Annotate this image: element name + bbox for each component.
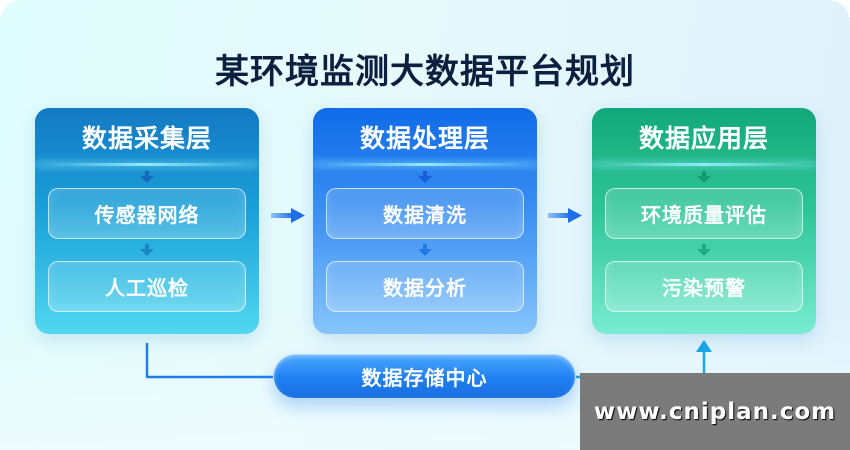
layer-item: 数据分析 <box>326 261 524 312</box>
page-title: 某环境监测大数据平台规划 <box>215 52 635 92</box>
down-arrow-icon <box>313 239 537 261</box>
storage-center-node: 数据存储中心 <box>273 354 576 399</box>
down-arrow-icon <box>313 166 537 188</box>
layer-card-collection: 数据采集层 传感器网络 人工巡检 <box>35 108 259 334</box>
layer-item: 数据清洗 <box>326 188 524 239</box>
layer-card-processing: 数据处理层 数据清洗 数据分析 <box>313 108 537 334</box>
down-arrow-icon <box>592 239 816 261</box>
layer-item: 传感器网络 <box>48 188 246 239</box>
layer-heading: 数据处理层 <box>313 108 537 166</box>
down-arrow-icon <box>592 166 816 188</box>
down-arrow-icon <box>35 166 259 188</box>
watermark: www.cniplan.com <box>580 373 850 450</box>
layer-heading: 数据采集层 <box>35 108 259 166</box>
layer-item: 污染预警 <box>605 261 803 312</box>
right-arrow-icon <box>271 208 305 223</box>
layer-item: 人工巡检 <box>48 261 246 312</box>
down-arrow-icon <box>35 239 259 261</box>
right-arrow-icon <box>548 208 582 223</box>
layer-card-application: 数据应用层 环境质量评估 污染预警 <box>592 108 816 334</box>
layer-heading: 数据应用层 <box>592 108 816 166</box>
layer-item: 环境质量评估 <box>605 188 803 239</box>
